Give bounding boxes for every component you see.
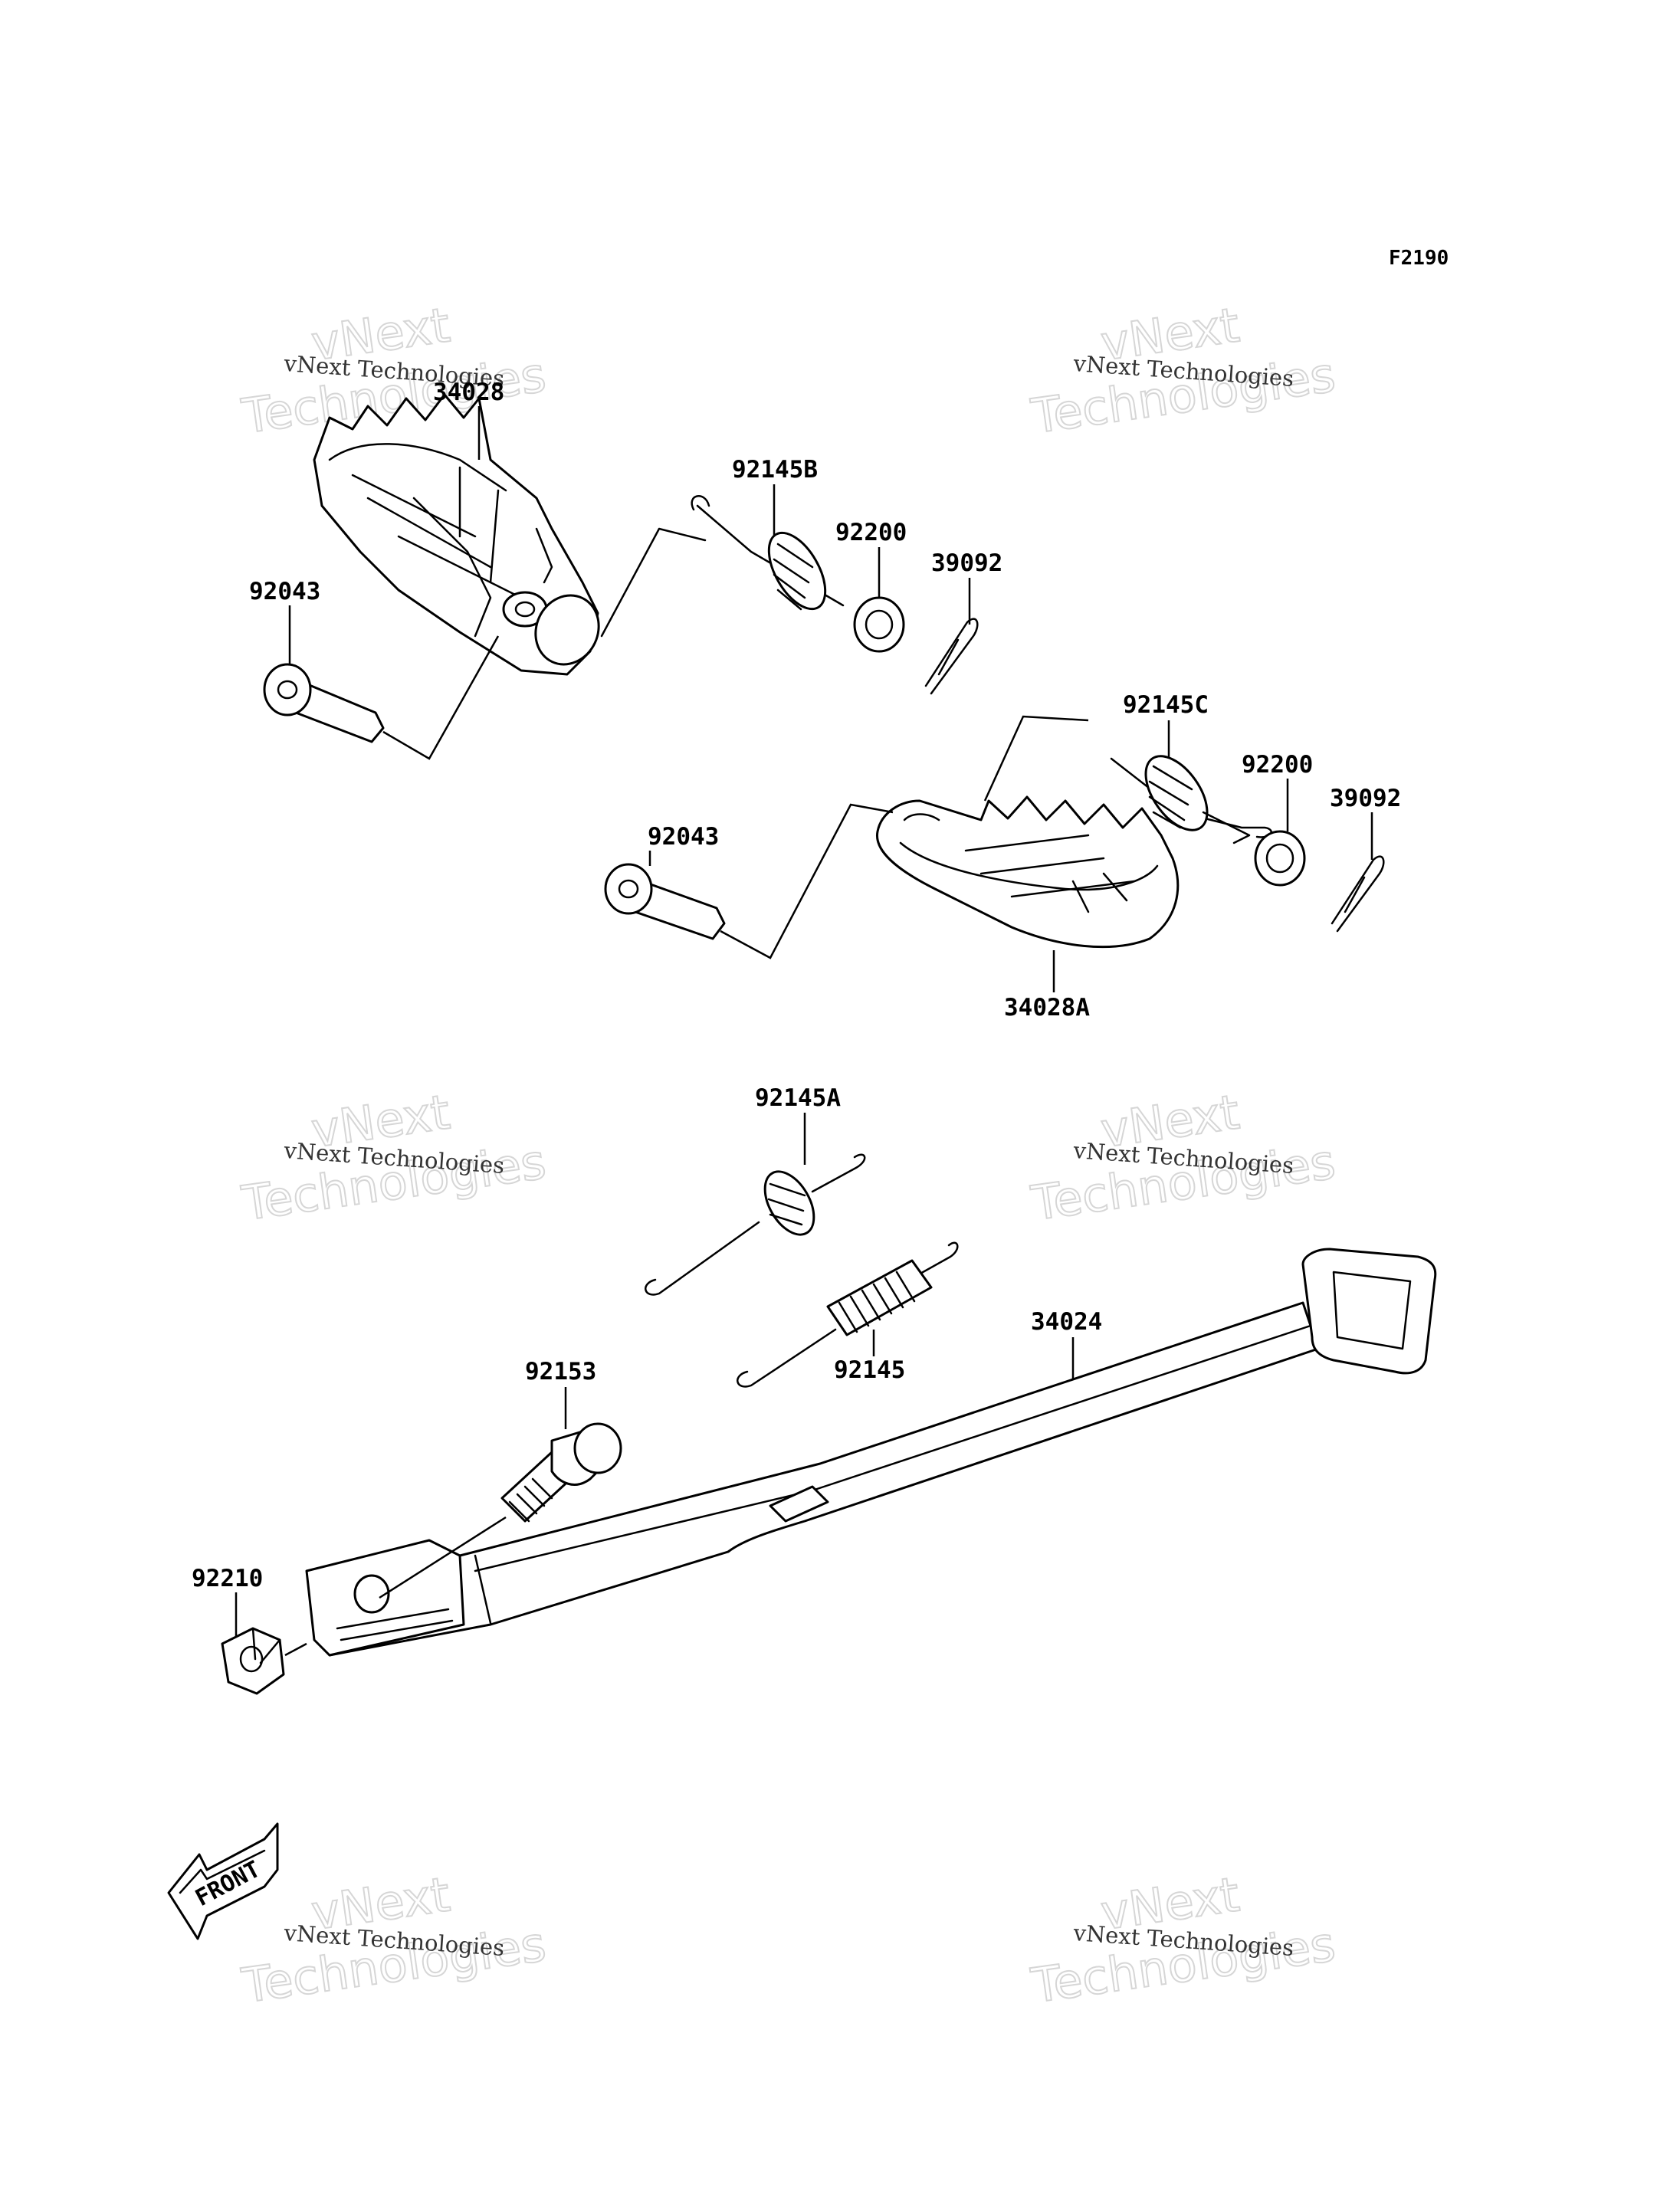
pin-92043-b (604, 863, 726, 940)
watermark: vNext Technologies vNext Technologies (1027, 1865, 1340, 2015)
spring-92145 (737, 1241, 959, 1388)
part-label: 92145 (834, 1356, 905, 1384)
spring-92145c (1110, 755, 1272, 844)
part-label: 92043 (648, 823, 719, 851)
spring-92145b (600, 495, 845, 638)
cotter-pin-39092-a (924, 618, 979, 695)
part-label: 92145B (732, 456, 818, 484)
part-label: 92145A (755, 1084, 841, 1112)
footpeg-left (875, 795, 1180, 949)
washer-92200-a (853, 596, 905, 653)
part-label: 92200 (1242, 751, 1313, 779)
bolt-92153 (500, 1422, 622, 1523)
side-stand (305, 1248, 1437, 1657)
washer-92200-b (1254, 830, 1306, 887)
watermark: vNext Technologies vNext Technologies (238, 1083, 550, 1232)
cotter-pin-39092-b (1331, 855, 1385, 933)
front-direction-arrow: FRONT (167, 1822, 279, 1940)
watermark: vNext Technologies vNext Technologies (1027, 296, 1340, 445)
watermark: vNext Technologies vNext Technologies (238, 1865, 550, 2015)
pin-92043-a (263, 663, 385, 743)
nut-92210 (221, 1627, 285, 1695)
part-label: 34024 (1031, 1308, 1102, 1336)
watermark: vNext Technologies vNext Technologies (1027, 1083, 1340, 1232)
part-label: 39092 (931, 549, 1002, 577)
part-label: 39092 (1330, 785, 1401, 812)
part-label: 92210 (192, 1565, 263, 1592)
footpeg-right (313, 393, 600, 676)
spring-92145a (645, 1153, 866, 1296)
part-label: 92145C (1123, 691, 1209, 719)
part-label: 92200 (835, 519, 907, 546)
part-label: 34028A (1004, 994, 1090, 1021)
part-label: 92153 (525, 1358, 596, 1385)
part-label: 34028 (433, 379, 504, 406)
part-label: 92043 (249, 578, 320, 605)
figure-code: F2190 (1389, 247, 1449, 270)
